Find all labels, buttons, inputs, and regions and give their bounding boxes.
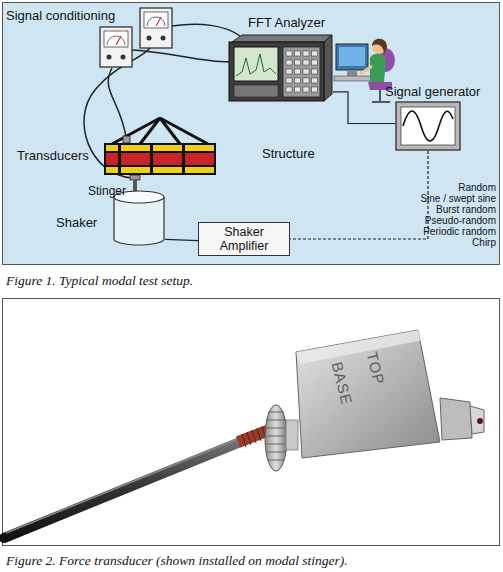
engraved-text: TOP (363, 350, 388, 387)
generator-symbol (395, 101, 461, 151)
stinger (130, 175, 140, 191)
engraved-text: BASE (328, 360, 355, 407)
analyzer-symbol (228, 34, 333, 102)
signal-type: Pseudo-random (425, 215, 496, 227)
connector (165, 239, 198, 240)
analyzer-node: FFT Analyzer (228, 34, 333, 102)
signal-type: Sine / swept sine (420, 193, 496, 205)
figure-caption: Figure 1. Typical modal test setup. (6, 273, 193, 289)
analyzer-heading: FFT Analyzer (248, 16, 325, 31)
generator-heading: Signal generator (385, 85, 480, 100)
box-label: Shaker Amplifier (209, 225, 279, 254)
amplifier-box: Shaker Amplifier (198, 222, 290, 256)
panel (3, 3, 500, 265)
connector (290, 151, 428, 239)
signal-type: Periodic random (423, 226, 496, 238)
meter (100, 27, 132, 67)
signal-type: Chirp (472, 237, 496, 249)
figure-caption: Figure 2. Force transducer (shown instal… (6, 553, 348, 569)
structure (104, 118, 216, 175)
part-label: Transducers (17, 149, 89, 164)
signal-type: Random (458, 182, 496, 194)
shaker-node: Shaker (113, 190, 165, 246)
signal-type: Burst random (436, 204, 496, 216)
part-label: Stinger (88, 185, 126, 199)
generator-node: Signal generator (395, 101, 461, 151)
shaker-symbol (113, 190, 165, 246)
shaker-label: Shaker (56, 216, 97, 231)
part-label: Structure (262, 147, 315, 162)
meter (140, 8, 172, 48)
transducer-photo (4, 330, 484, 538)
group-label: Signal conditioning (6, 9, 115, 24)
panel (3, 299, 500, 546)
